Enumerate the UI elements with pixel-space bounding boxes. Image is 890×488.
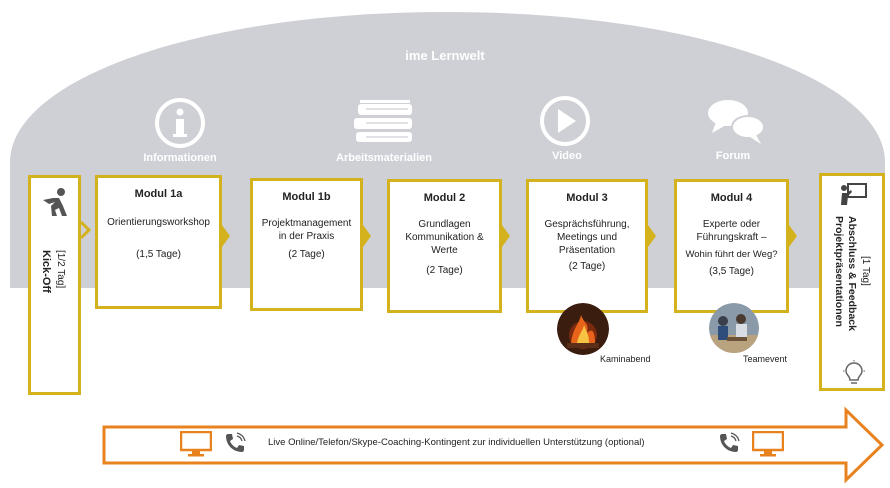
play-icon: [540, 96, 590, 146]
category-video: Video: [552, 150, 582, 162]
teamevent-label: Teamevent: [743, 354, 788, 364]
monitor-icon: [180, 431, 212, 457]
module-4-box: Modul 4 Experte oder Führungskraft – Woh…: [674, 179, 789, 313]
module-desc: Experte oder Führungskraft –: [696, 219, 767, 243]
module-desc: Gesprächsführung, Meetings und Präsentat…: [544, 219, 630, 256]
module-1a-box: Modul 1a Orientierungsworkshop (1,5 Tage…: [95, 175, 222, 309]
category-informationen: Informationen: [143, 152, 217, 164]
module-desc-sub: Wohin führt der Weg?: [685, 249, 778, 260]
module-days: (2 Tage): [568, 261, 606, 272]
module-desc: Grundlagen Kommunikation & Werte: [405, 219, 484, 256]
kaminabend-photo: [557, 303, 609, 355]
final-title-2: Abschluss & Feedback: [846, 216, 858, 331]
module-title: Modul 2: [423, 192, 466, 204]
info-icon: [155, 98, 205, 148]
person-running-icon: [43, 188, 67, 216]
module-3-box: Modul 3 Gesprächsführung, Meetings und P…: [526, 179, 648, 313]
phone-icon: [720, 432, 740, 452]
module-title: Modul 1a: [134, 188, 183, 200]
monitor-icon: [752, 431, 784, 457]
lightbulb-icon: [843, 360, 865, 384]
presentation-icon: [841, 183, 867, 205]
module-title: Modul 1b: [282, 191, 331, 203]
phone-icon: [226, 432, 246, 452]
chat-icon: [708, 100, 765, 144]
final-title-1: Projektpräsentationen: [833, 216, 845, 327]
module-days: (2 Tage): [288, 249, 325, 260]
coaching-text: Live Online/Telefon/Skype-Coaching-Konti…: [268, 437, 645, 448]
learning-world-title: ime Lernwelt: [405, 48, 485, 63]
module-days: (3,5 Tage): [709, 266, 754, 277]
category-forum: Forum: [715, 150, 751, 162]
final-duration: [1 Tag]: [860, 256, 871, 286]
teamevent-photo: [709, 303, 759, 353]
category-arbeitsmaterialien: Arbeitsmaterialien: [336, 152, 432, 164]
books-icon: [354, 100, 412, 142]
kickoff-duration: [1/2 Tag]: [55, 250, 66, 289]
module-title: Modul 4: [710, 192, 753, 204]
coaching-arrow: [102, 406, 885, 484]
module-days: (1,5 Tage): [136, 249, 181, 260]
module-desc: Projektmanagement in der Praxis: [261, 218, 352, 242]
module-desc: Orientierungsworkshop: [107, 217, 210, 228]
kickoff-box: Kick-Off [1/2 Tag]: [28, 175, 81, 395]
module-2-box: Modul 2 Grundlagen Kommunikation & Werte…: [387, 179, 502, 313]
module-title: Modul 3: [566, 192, 608, 204]
module-days: (2 Tage): [426, 265, 463, 276]
final-presentation-box: Projektpräsentationen Abschluss & Feedba…: [819, 173, 885, 391]
kaminabend-label: Kaminabend: [600, 354, 651, 364]
kickoff-title: Kick-Off: [40, 250, 52, 293]
module-1b-box: Modul 1b Projektmanagement in der Praxis…: [250, 178, 363, 311]
learning-world-dome: [10, 12, 885, 288]
